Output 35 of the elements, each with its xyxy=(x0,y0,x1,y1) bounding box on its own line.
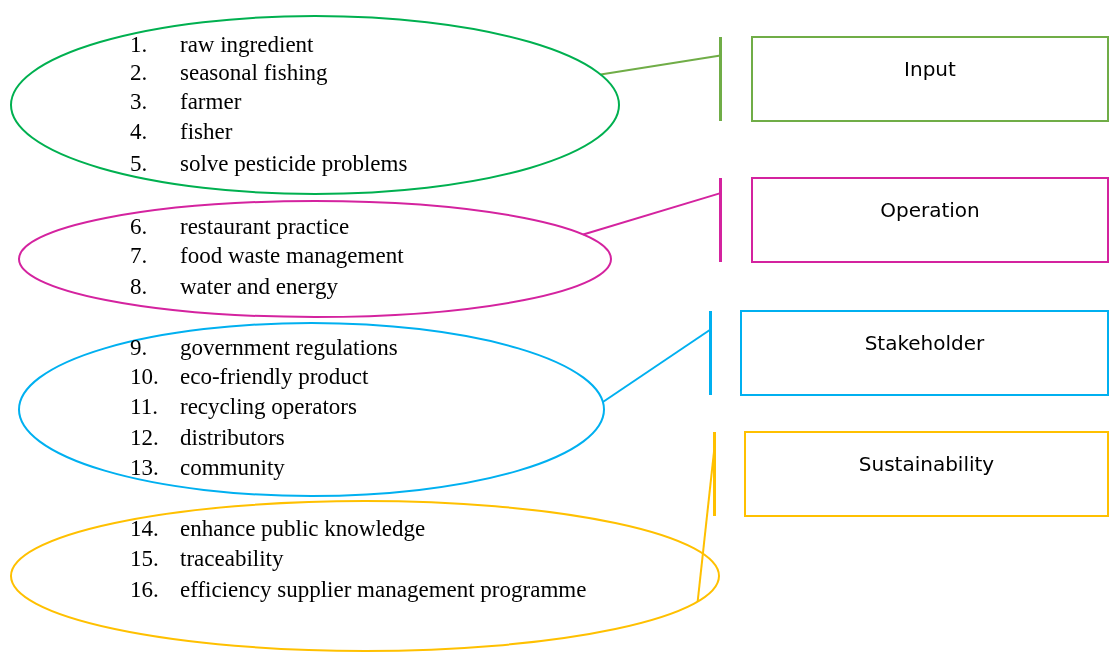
category-label: Input xyxy=(903,56,957,82)
list-item: 9. government regulations xyxy=(130,335,398,361)
bracket-bar xyxy=(719,178,722,262)
category-box xyxy=(740,310,1109,396)
list-item: 3. farmer xyxy=(130,89,242,115)
ellipse-group xyxy=(10,500,720,652)
list-item: 7. food waste management xyxy=(130,243,404,269)
list-item: 13. community xyxy=(130,455,285,481)
connector-line xyxy=(599,54,722,76)
ellipse-group xyxy=(18,322,605,497)
ellipse-group xyxy=(18,200,612,318)
category-label: Stakeholder xyxy=(863,330,986,356)
list-item: 4. fisher xyxy=(130,119,233,145)
connector-line xyxy=(582,192,722,236)
list-item: 1. raw ingredient xyxy=(130,32,314,58)
list-item: 5. solve pesticide problems xyxy=(130,151,408,177)
bracket-bar xyxy=(713,432,716,516)
category-label: Sustainability xyxy=(857,451,996,477)
list-item: 2. seasonal fishing xyxy=(130,60,328,86)
list-item: 14. enhance public knowledge xyxy=(130,516,426,542)
list-item: 12. distributors xyxy=(130,425,285,451)
list-item: 15. traceability xyxy=(130,546,284,572)
list-item: 10. eco-friendly product xyxy=(130,364,369,390)
connector-line xyxy=(601,328,712,403)
list-item: 16. efficiency supplier management programme xyxy=(130,577,587,603)
list-item: 8. water and energy xyxy=(130,274,338,300)
category-box xyxy=(751,36,1109,122)
list-item: 6. restaurant practice xyxy=(130,214,350,240)
ellipse-group xyxy=(10,15,620,195)
category-label: Operation xyxy=(879,197,981,223)
bracket-bar xyxy=(719,37,722,121)
bracket-bar xyxy=(709,311,712,395)
category-box xyxy=(744,431,1109,517)
list-item: 11. recycling operators xyxy=(130,394,357,420)
category-box xyxy=(751,177,1109,263)
